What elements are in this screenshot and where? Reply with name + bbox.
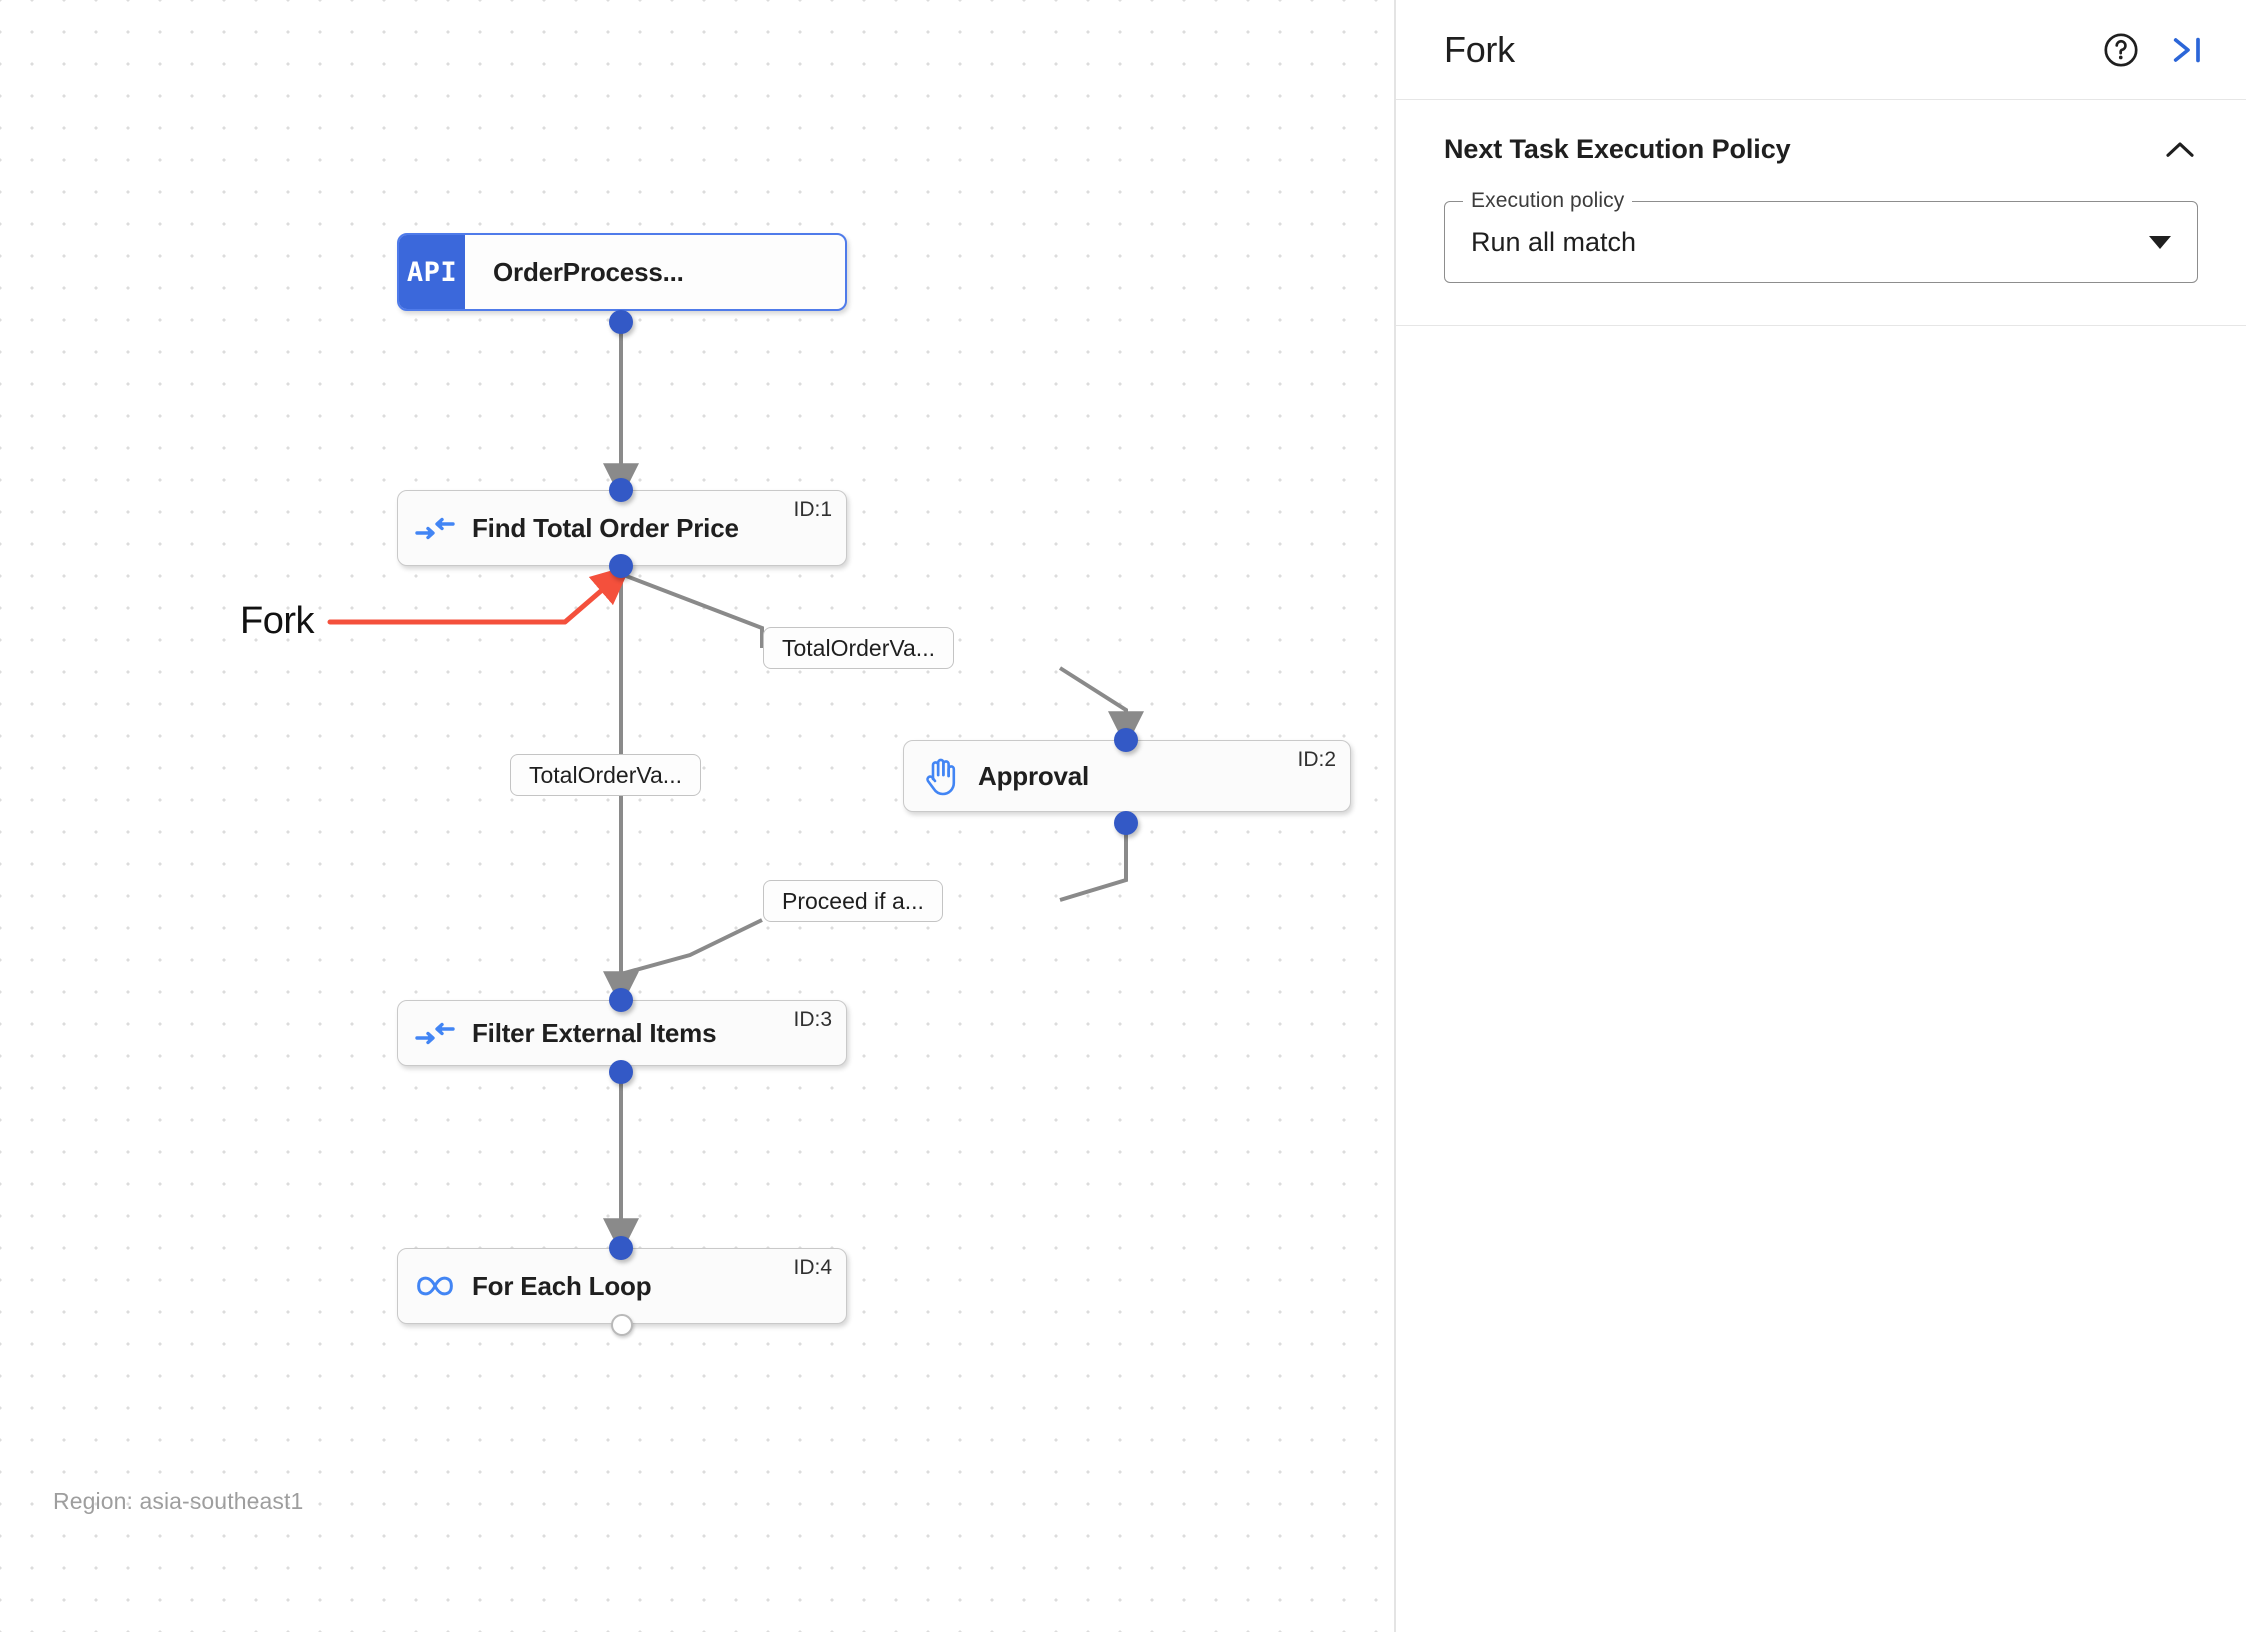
node-title: Filter External Items (472, 1017, 717, 1048)
node-task3-input-port[interactable] (609, 988, 633, 1012)
node-task4-output-port[interactable] (611, 1314, 633, 1336)
execution-policy-select[interactable]: Execution policy Run all match (1444, 189, 2198, 283)
region-label: Region: asia-southeast1 (53, 1488, 304, 1514)
section-header[interactable]: Next Task Execution Policy (1444, 134, 2198, 165)
node-approval-output-port[interactable] (1114, 811, 1138, 835)
workflow-canvas[interactable]: Fork API OrderProcess... Fin (0, 0, 1396, 1632)
properties-panel: Fork Next Task (1396, 0, 2246, 1632)
infinity-icon (398, 1272, 472, 1300)
edge-label-total-order-value-1[interactable]: TotalOrderVa... (763, 627, 954, 669)
caret-down-icon[interactable] (2149, 235, 2171, 249)
chevron-up-icon[interactable] (2162, 137, 2198, 163)
node-id-label: ID:2 (1297, 748, 1336, 771)
node-id-label: ID:4 (793, 1256, 832, 1279)
help-circle-icon[interactable] (2102, 31, 2140, 69)
edge-label-proceed-if-approved[interactable]: Proceed if a... (763, 880, 943, 922)
node-id-label: ID:3 (793, 1008, 832, 1031)
panel-header-actions (2102, 31, 2208, 69)
next-task-execution-policy-section: Next Task Execution Policy Execution pol… (1396, 100, 2246, 326)
collapse-right-icon[interactable] (2168, 31, 2208, 69)
section-title: Next Task Execution Policy (1444, 134, 1791, 164)
node-title: Find Total Order Price (472, 512, 739, 543)
execution-policy-value: Run all match (1471, 226, 1637, 257)
api-badge: API (399, 235, 465, 309)
edge-label-total-order-value-2[interactable]: TotalOrderVa... (510, 754, 701, 796)
node-title: For Each Loop (472, 1270, 652, 1301)
node-for-each-loop[interactable]: For Each Loop ID:4 (397, 1248, 847, 1324)
arrows-converge-icon (398, 1018, 472, 1048)
node-approval-input-port[interactable] (1114, 728, 1138, 752)
node-order-process-trigger[interactable]: API OrderProcess... (397, 233, 847, 311)
raised-hand-icon (904, 755, 978, 797)
node-title: OrderProcess... (493, 256, 684, 287)
node-task3-output-port[interactable] (609, 1060, 633, 1084)
panel-title: Fork (1444, 28, 1515, 70)
node-trigger-output-port[interactable] (609, 310, 633, 334)
execution-policy-label: Execution policy (1463, 189, 1633, 213)
fork-annotation-label: Fork (240, 600, 315, 642)
arrows-converge-icon (398, 513, 472, 543)
node-id-label: ID:1 (793, 498, 832, 521)
canvas-panel-divider (1394, 0, 1396, 1632)
panel-header: Fork (1396, 0, 2246, 100)
node-task1-input-port[interactable] (609, 478, 633, 502)
node-title: Approval (978, 760, 1090, 791)
node-task1-output-port[interactable] (609, 554, 633, 578)
node-task4-input-port[interactable] (609, 1236, 633, 1260)
